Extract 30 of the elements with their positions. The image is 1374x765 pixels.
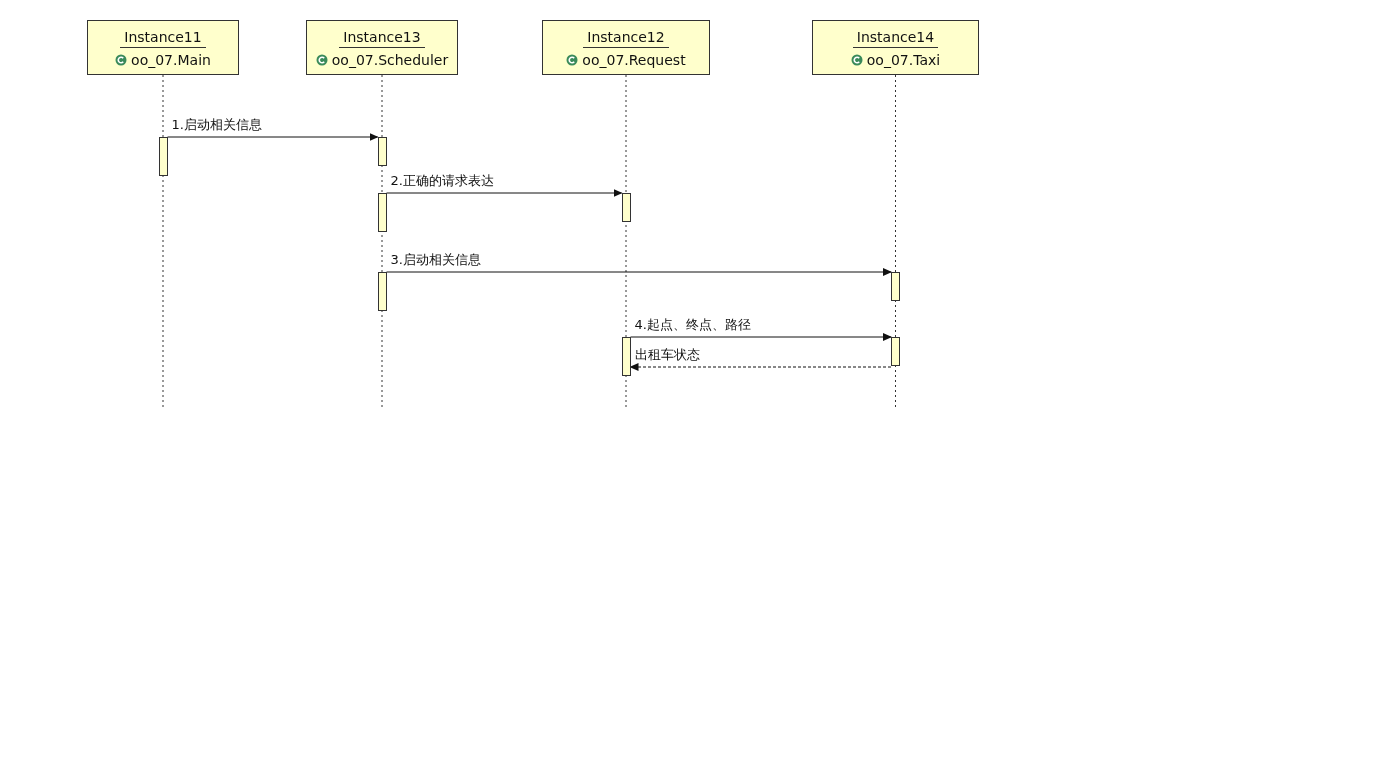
message-label: 出租车状态 bbox=[634, 346, 700, 364]
lifeline-head-box bbox=[306, 20, 458, 75]
message-arrow bbox=[386, 268, 892, 276]
activation-bar bbox=[377, 137, 387, 166]
lifeline-head-box bbox=[87, 20, 239, 75]
message-arrow bbox=[629, 363, 892, 371]
class-name: oo_07.Main bbox=[131, 52, 211, 68]
activation-bar bbox=[891, 272, 900, 301]
message-arrow bbox=[630, 333, 892, 341]
activation-bar bbox=[377, 272, 387, 311]
activation-bar bbox=[377, 193, 387, 232]
message-label: 3.启动相关信息 bbox=[390, 251, 481, 269]
lifeline-head-box bbox=[542, 20, 710, 75]
activation-bar bbox=[158, 137, 168, 176]
message-arrow bbox=[386, 189, 623, 197]
instance-name: Instance14 bbox=[852, 29, 939, 48]
activation-bar bbox=[621, 193, 631, 222]
message-label: 2.正确的请求表达 bbox=[390, 172, 494, 190]
message-label: 4.起点、终点、路径 bbox=[634, 316, 751, 334]
class-name: oo_07.Request bbox=[582, 52, 686, 68]
message-arrow bbox=[167, 133, 379, 141]
activation-bar bbox=[621, 337, 631, 376]
instance-name: Instance11 bbox=[120, 29, 206, 48]
activation-bar bbox=[891, 337, 900, 366]
lifeline-head-box bbox=[812, 20, 979, 75]
class-name: oo_07.Scheduler bbox=[331, 52, 449, 68]
class-name: oo_07.Taxi bbox=[866, 52, 941, 68]
message-label: 1.启动相关信息 bbox=[171, 116, 262, 134]
instance-name: Instance12 bbox=[583, 29, 669, 48]
instance-name: Instance13 bbox=[339, 29, 425, 48]
